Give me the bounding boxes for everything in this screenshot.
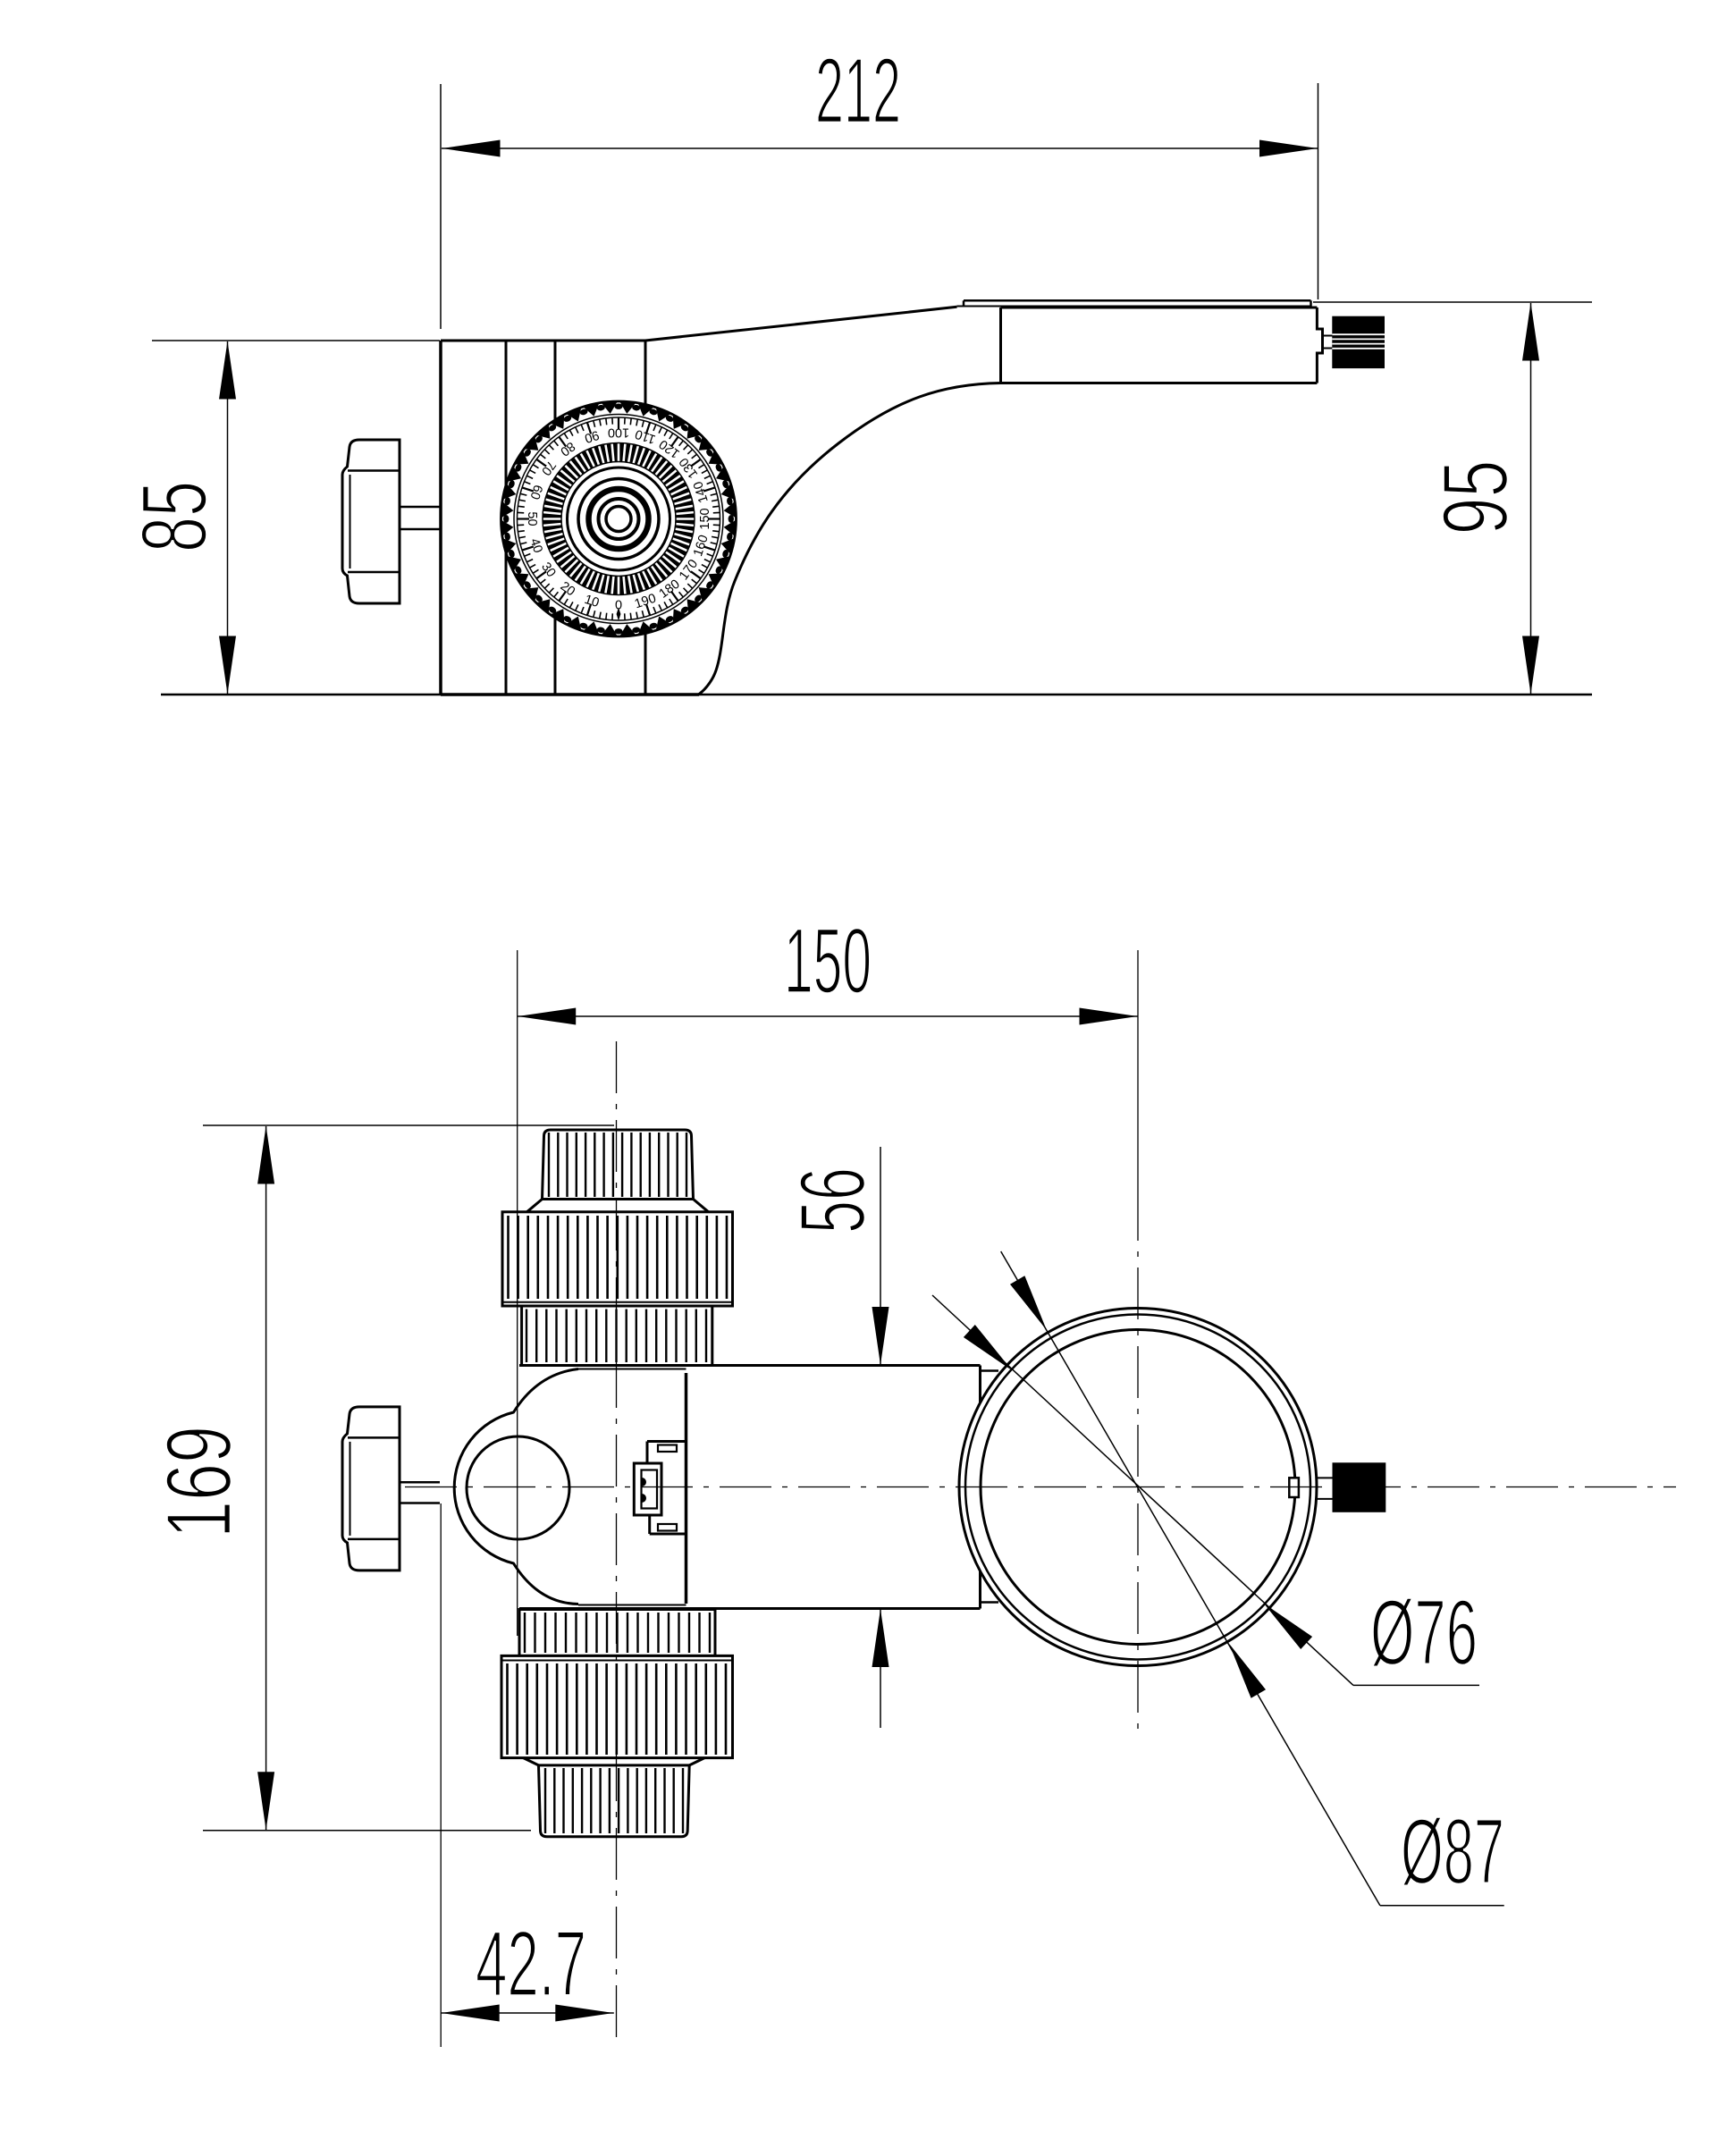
svg-text:56: 56	[781, 1167, 885, 1234]
svg-text:Ø76: Ø76	[1370, 1581, 1478, 1685]
svg-text:70: 70	[538, 458, 558, 477]
svg-text:110: 110	[634, 426, 658, 446]
svg-text:20: 20	[558, 579, 577, 599]
svg-text:100: 100	[608, 425, 629, 439]
svg-text:190: 190	[633, 592, 658, 612]
svg-text:Ø87: Ø87	[1401, 1800, 1504, 1904]
svg-text:10: 10	[583, 593, 601, 611]
svg-text:60: 60	[526, 483, 544, 501]
svg-text:150: 150	[698, 508, 712, 529]
svg-text:90: 90	[583, 427, 601, 445]
svg-text:85: 85	[123, 481, 227, 552]
svg-text:212: 212	[815, 39, 901, 143]
svg-text:140: 140	[691, 479, 712, 504]
svg-text:150: 150	[784, 910, 872, 1014]
svg-text:42.7: 42.7	[476, 1913, 586, 2017]
svg-text:30: 30	[538, 560, 558, 579]
svg-text:169: 169	[147, 1426, 251, 1538]
svg-text:40: 40	[526, 536, 544, 554]
svg-text:0: 0	[615, 599, 622, 613]
svg-text:80: 80	[558, 439, 577, 459]
svg-text:95: 95	[1424, 460, 1528, 535]
svg-text:50: 50	[525, 511, 539, 526]
svg-text:160: 160	[691, 534, 712, 559]
